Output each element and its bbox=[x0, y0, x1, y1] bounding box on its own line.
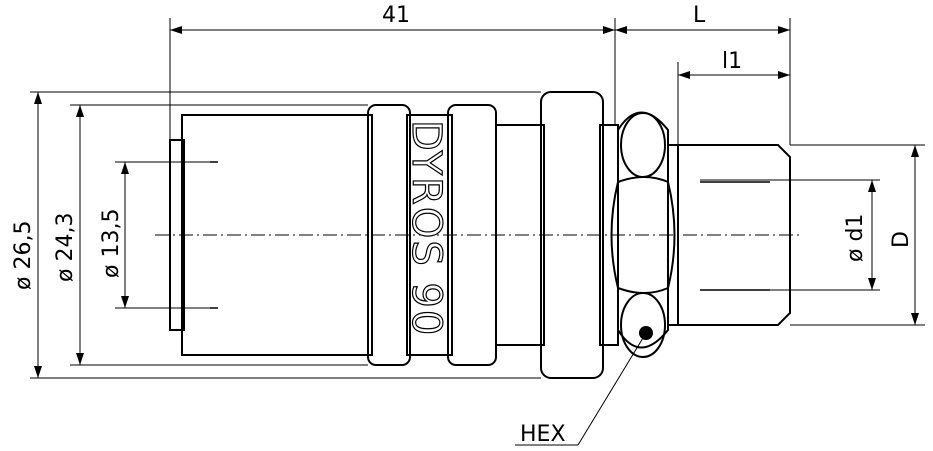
dim-dia-D-label: D bbox=[889, 231, 914, 248]
dim-41-label: 41 bbox=[382, 3, 410, 28]
dim-dia-body bbox=[70, 104, 368, 366]
dim-dia-d1 bbox=[760, 179, 880, 291]
brand-label: DYROS 90 bbox=[403, 120, 449, 337]
dim-L bbox=[615, 18, 791, 145]
dim-dia-outer bbox=[30, 91, 541, 379]
nose-tube bbox=[169, 114, 373, 356]
hex-leader bbox=[515, 332, 647, 446]
dim-l1 bbox=[677, 62, 790, 145]
dim-L-label: L bbox=[693, 3, 706, 28]
dim-41 bbox=[169, 18, 616, 140]
dim-dia-d1-label: ø d1 bbox=[843, 214, 868, 262]
dim-dia-bore-label: ø 13,5 bbox=[99, 209, 124, 278]
dim-dia-outer-label: ø 26,5 bbox=[11, 221, 36, 290]
hex-label: HEX bbox=[520, 422, 566, 447]
dim-dia-bore bbox=[115, 161, 210, 309]
dim-l1-label: l1 bbox=[722, 49, 742, 74]
dim-dia-body-label: ø 24,3 bbox=[53, 213, 78, 282]
threaded-stud bbox=[668, 144, 791, 326]
dim-dia-D bbox=[790, 144, 925, 326]
